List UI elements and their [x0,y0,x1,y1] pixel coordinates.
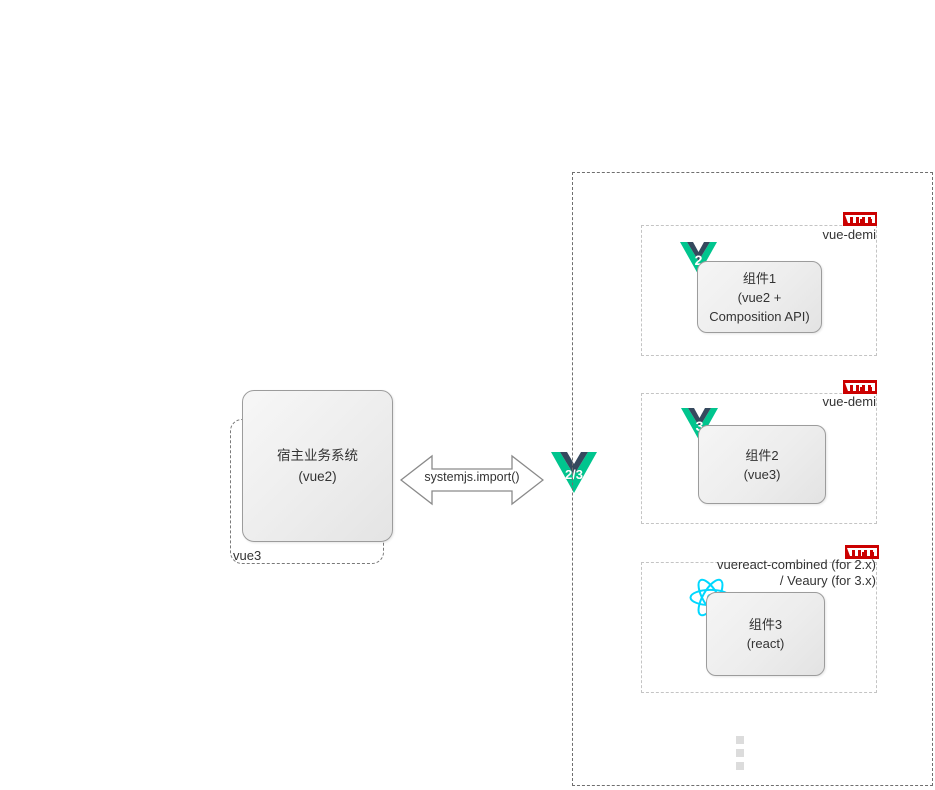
group-3-package-label: vuereact-combined (for 2.x) / Veaury (fo… [717,557,876,588]
ellipsis-dot [736,749,744,757]
component-1-line3: Composition API) [709,308,810,324]
component-box-1[interactable]: 组件1 (vue2 + Composition API) [697,261,822,333]
vue-logo-icon [681,408,718,441]
component-2-line2: (vue3) [743,466,781,482]
vue3-logo [681,408,718,442]
component-1-line2: (vue2 + [737,289,782,305]
vertical-ellipsis-icon [736,736,744,770]
component-box-2[interactable]: 组件2 (vue3) [698,425,826,504]
npm-logo-icon [843,212,877,226]
host-system-box[interactable]: 宿主业务系统 (vue2) [242,390,393,542]
vue-center-logo [551,452,597,494]
host-system-title: 宿主业务系统 [277,448,358,463]
component-group-1 [641,225,877,356]
component-3-title: 组件3 [748,617,783,632]
component-3-line2: (react) [746,636,785,651]
systemjs-import-arrow [399,452,545,508]
group-1-package-label: vue-demi [822,227,876,242]
component-group-3 [641,562,877,693]
npm-logo-icon [843,380,877,394]
double-arrow-icon [399,454,545,506]
component-group-2 [641,393,877,524]
vue-logo-icon [551,452,597,493]
ellipsis-dot [736,762,744,770]
ellipsis-dot [736,736,744,744]
component-1-title: 组件1 [742,270,777,286]
vue2-logo [680,242,717,276]
npm-logo-icon [845,545,879,559]
vue-logo-icon [680,242,717,275]
host-vue3-label: vue3 [233,548,262,563]
group-2-package-label: vue-demi [822,394,876,409]
systemjs-import-label: systemjs.import() [424,470,520,484]
component-2-title: 组件2 [745,447,779,463]
remote-modules-container [572,172,933,786]
host-system-subtitle: (vue2) [298,469,337,484]
component-box-3[interactable]: 组件3 (react) [706,592,825,676]
